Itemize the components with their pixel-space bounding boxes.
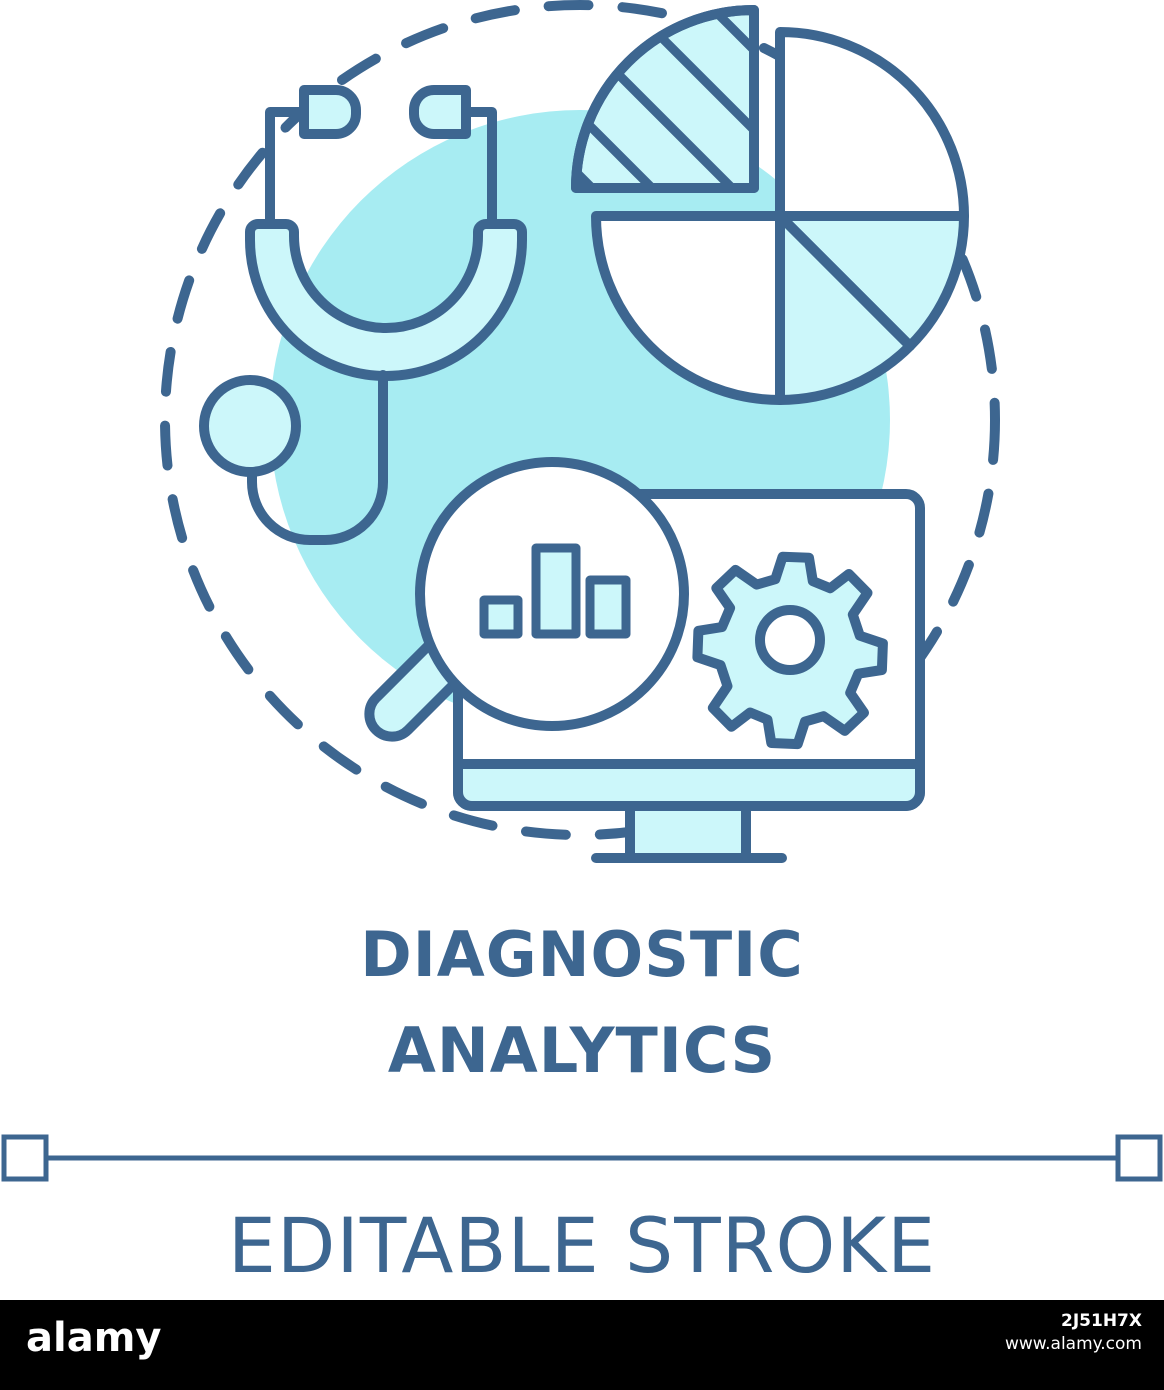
anchor-handle-left — [1, 1134, 49, 1182]
site-url: www.alamy.com — [1004, 1333, 1142, 1354]
caption: EDITABLE STROKE — [227, 1201, 937, 1290]
bar-2 — [531, 543, 581, 639]
dashed-ring — [160, 0, 1000, 840]
bar-chart-icon — [479, 543, 631, 639]
pie-chart-icon — [571, 5, 969, 405]
anchor-handle-right — [1115, 1134, 1163, 1182]
diagnostic-analytics-illustration — [160, 0, 1000, 863]
watermark-logo: alamy — [26, 1315, 162, 1361]
stethoscope-icon — [199, 85, 527, 545]
title-line-2: ANALYTICS — [387, 1014, 777, 1087]
bar-3 — [585, 575, 631, 639]
title-line-1: DIAGNOSTIC — [360, 918, 804, 991]
watermark-bar — [0, 1300, 1164, 1390]
gear-icon — [692, 551, 888, 750]
watermark-meta: 2J51H7X www.alamy.com — [1005, 1310, 1142, 1356]
bar-1 — [479, 595, 523, 639]
editable-stroke-rule — [1, 1134, 1163, 1182]
image-id: 2J51H7X — [1061, 1311, 1142, 1331]
